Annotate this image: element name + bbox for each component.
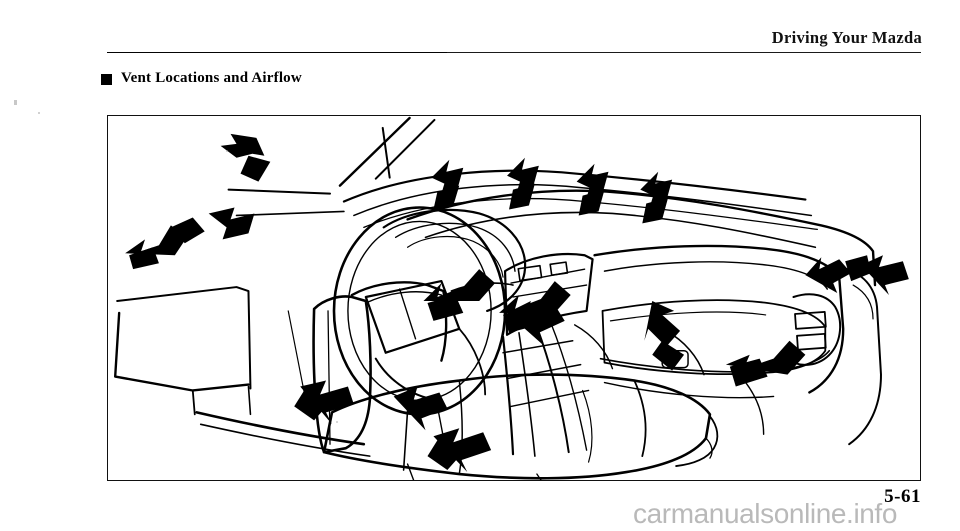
scan-artifact [226,150,228,152]
arrow-side-vent-left-inner [208,207,255,240]
site-watermark: carmanualsonline.info [633,498,897,529]
running-header-title: Driving Your Mazda [771,28,922,47]
arrow-floor-vent-front-left [294,380,354,425]
header-rule [107,52,921,53]
arrow-defroster-4 [640,171,673,224]
page-number: 5-61 [884,486,921,507]
arrow-center-vent-left [423,269,496,321]
arrow-steering-column-vent [393,386,448,431]
scan-artifact [38,112,40,114]
arrow-defroster-1 [431,159,464,210]
arrow-defroster-3 [576,163,609,216]
arrow-defroster-2 [507,157,539,210]
page-header: Driving Your Mazda [0,0,960,56]
arrow-side-vent-right-outer [861,255,909,296]
arrow-floor-vent-rear [427,428,492,473]
black-square-bullet-icon [101,74,112,85]
arrow-side-vent-left-lower [125,217,205,270]
vent-locations-and-airflow-illustration [113,116,909,480]
scan-artifact [14,100,17,105]
arrow-floor-vent-center [507,300,565,345]
arrow-side-vent-right-lower [725,340,806,387]
section-heading-label: Vent Locations and Airflow [121,70,302,86]
arrow-side-vent-left-upper [220,133,271,182]
section-heading: Vent Locations and Airflow [101,70,302,87]
arrow-floor-vent-right [644,300,685,371]
vent-locations-figure [107,115,921,481]
scan-artifact [336,421,338,423]
arrow-side-vent-right-upper [805,255,872,294]
